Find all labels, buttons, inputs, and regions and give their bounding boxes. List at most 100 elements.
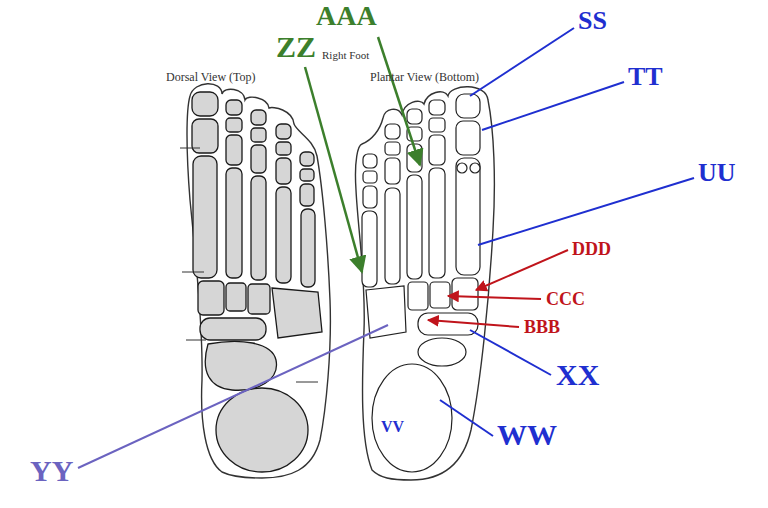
view-caption: Plantar View (Bottom)	[370, 71, 479, 83]
metatarsal	[301, 209, 315, 287]
leader-line	[482, 82, 624, 130]
view-caption: Dorsal View (Top)	[166, 71, 256, 83]
calcaneus	[372, 364, 452, 472]
phalanx	[429, 118, 445, 132]
callout-label: BBB	[524, 318, 560, 336]
callout-label: YY	[30, 456, 73, 486]
cuneiform	[452, 278, 478, 310]
callout-label: ZZ	[276, 32, 316, 62]
view-caption-anchor: Dorsal View (Top)	[166, 68, 256, 84]
phalanx	[251, 110, 266, 125]
leader-arrow	[476, 250, 568, 290]
callout-label-anchor: VV	[381, 419, 404, 435]
phalanx	[276, 124, 291, 139]
callout-label: TT	[628, 64, 663, 90]
callout-label-anchor: BBB	[524, 318, 560, 336]
callout-label-anchor: SS	[578, 8, 607, 34]
callout-label-anchor: AAA	[316, 2, 377, 30]
callout-label-anchor: UU	[698, 160, 736, 186]
phalanx	[226, 135, 242, 165]
view-caption-anchor: Plantar View (Bottom)	[370, 68, 479, 84]
navicular	[200, 318, 266, 340]
phalanx	[385, 124, 400, 139]
phalanx	[226, 100, 242, 115]
talus	[418, 338, 466, 366]
callout-label: CCC	[546, 290, 585, 308]
callout-label: DDD	[572, 240, 611, 258]
leader-arrow	[305, 67, 362, 272]
figure-heading-anchor: Right Foot	[322, 46, 369, 62]
phalanx	[226, 118, 242, 132]
leader-line	[470, 330, 551, 375]
phalanx	[385, 142, 400, 155]
callout-label: SS	[578, 8, 607, 34]
leader-line	[478, 178, 694, 245]
metatarsal	[226, 168, 242, 278]
talus	[205, 341, 276, 390]
phalanx	[192, 92, 218, 116]
metatarsal	[251, 176, 266, 280]
metatarsal	[385, 188, 400, 284]
cuneiform	[430, 282, 450, 308]
phalanx	[300, 184, 314, 206]
callout-label-anchor: CCC	[546, 290, 585, 308]
phalanx	[276, 142, 291, 155]
tick-mark	[186, 340, 206, 341]
callout-label: AAA	[316, 2, 377, 30]
leader-line	[440, 400, 493, 436]
cuboid	[366, 286, 406, 338]
foot-outline	[187, 84, 330, 478]
phalanx	[363, 171, 377, 183]
metatarsal	[276, 187, 291, 283]
callout-label: XX	[556, 360, 599, 390]
metatarsal	[456, 158, 480, 275]
cuneiform	[408, 282, 428, 310]
leader-lines	[78, 28, 694, 468]
phalanx	[429, 100, 445, 115]
metatarsal	[407, 175, 422, 279]
phalanx	[456, 121, 480, 155]
figure-heading: Right Foot	[322, 50, 369, 61]
callout-label-anchor: TT	[628, 64, 663, 90]
phalanx	[385, 158, 400, 184]
calcaneus	[216, 388, 308, 472]
tick-mark	[180, 148, 200, 149]
callout-label-anchor: YY	[30, 456, 73, 486]
sesamoid	[457, 163, 467, 173]
callout-label-anchor: XX	[556, 360, 599, 390]
dorsal-bones	[192, 92, 322, 472]
metatarsal	[193, 156, 217, 278]
phalanx	[363, 186, 377, 208]
cuboid	[272, 288, 322, 338]
tick-mark	[296, 382, 318, 383]
metatarsal	[429, 168, 445, 278]
phalanx	[300, 152, 314, 166]
callout-label: VV	[381, 419, 404, 435]
callout-label-anchor: ZZ	[276, 32, 316, 62]
tick-mark	[182, 272, 204, 273]
phalanx	[300, 169, 314, 181]
phalanx	[429, 135, 445, 165]
sesamoid	[470, 163, 480, 173]
leader-arrow	[378, 37, 420, 165]
phalanx	[456, 94, 480, 118]
leader-line	[78, 325, 388, 468]
callout-label: UU	[698, 160, 736, 186]
foot-outline	[355, 87, 494, 480]
leader-line	[470, 28, 574, 96]
cuneiform	[226, 283, 246, 311]
phalanx	[407, 109, 422, 124]
leader-arrow	[448, 296, 541, 299]
callout-label-anchor: DDD	[572, 240, 611, 258]
phalanx	[363, 154, 377, 168]
phalanx	[251, 128, 266, 142]
callout-label: WW	[497, 420, 557, 450]
leader-arrow	[428, 320, 519, 327]
cuneiform	[198, 281, 224, 315]
callout-label-anchor: WW	[497, 420, 557, 450]
metatarsal	[362, 211, 377, 287]
phalanx	[276, 158, 291, 184]
phalanx	[251, 145, 266, 173]
